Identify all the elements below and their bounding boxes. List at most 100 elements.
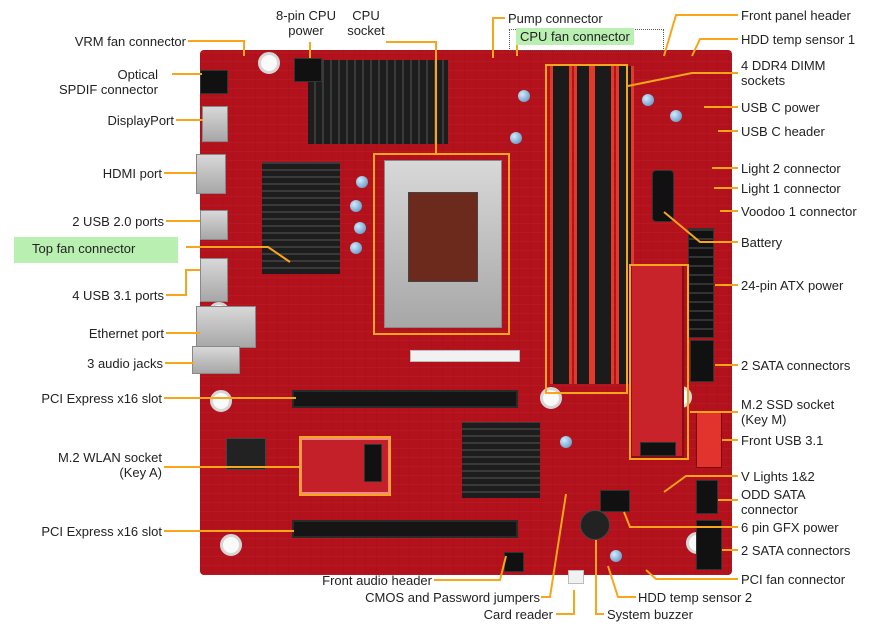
cmos-battery <box>652 170 674 222</box>
label-dimm-line1: 4 DDR4 DIMM <box>741 58 826 73</box>
label-usbc-power: USB C power <box>741 100 820 115</box>
label-cpu-power-line1: 8-pin CPU <box>276 8 336 23</box>
leader-hdd1 <box>691 38 738 57</box>
mount-hole <box>258 52 280 74</box>
dimm-slot <box>592 66 614 384</box>
label-buzzer: System buzzer <box>607 607 693 622</box>
label-gfx6: 6 pin GFX power <box>741 520 839 535</box>
cpu-socket-highlight <box>373 153 510 335</box>
label-m2-ssd-line1: M.2 SSD socket <box>741 397 835 412</box>
label-top-fan: Top fan connector <box>14 237 178 263</box>
dimm-slot <box>550 66 572 384</box>
label-front-audio: Front audio header <box>322 573 432 588</box>
vrm-heatsink-top <box>308 60 448 144</box>
vrm-heatsink-left <box>262 162 340 274</box>
capacitor <box>510 132 522 144</box>
label-cpu-socket: CPU socket <box>340 8 392 38</box>
label-atx24: 24-pin ATX power <box>741 278 844 293</box>
usb31-ports <box>200 258 228 302</box>
label-voodoo1: Voodoo 1 connector <box>741 204 857 219</box>
spdif-port <box>200 70 228 94</box>
cpu-power-8pin <box>294 58 322 82</box>
label-cpu-fan: CPU fan connector <box>516 28 634 45</box>
leader-vrm-fan <box>188 40 245 56</box>
label-audio-jacks: 3 audio jacks <box>87 356 163 371</box>
leader-hdd2 <box>607 565 636 598</box>
leader-dimm <box>627 72 738 87</box>
leader-buzzer <box>595 540 604 615</box>
label-sata-a: 2 SATA connectors <box>741 358 851 373</box>
chipset-heatsink <box>462 422 540 498</box>
leader-pci-fan <box>645 569 738 580</box>
displayport-port <box>202 106 228 142</box>
leader-card-reader <box>556 590 575 615</box>
system-buzzer-disc <box>580 510 610 540</box>
label-pcie-1: PCI Express x16 slot <box>41 391 162 406</box>
pcie-slot-2 <box>292 520 518 538</box>
capacitor <box>354 222 366 234</box>
label-light2: Light 2 connector <box>741 161 841 176</box>
leader-top-fan <box>186 246 291 263</box>
io-chip <box>226 438 266 470</box>
capacitor <box>350 242 362 254</box>
label-vrm-fan: VRM fan connector <box>74 34 186 49</box>
leader-pump <box>492 17 505 58</box>
leader-cpu-socket <box>386 41 437 154</box>
m2-ssd-socket-connector <box>640 442 676 456</box>
capacitor <box>518 90 530 102</box>
card-reader-connector <box>568 570 584 584</box>
label-odd-sata-line2: connector <box>741 502 799 517</box>
cpu-socket-pins <box>408 192 478 282</box>
label-cmos: CMOS and Password jumpers <box>365 590 540 605</box>
label-hdd-temp1: HDD temp sensor 1 <box>741 32 856 47</box>
label-cpu-socket-line2: socket <box>347 23 385 38</box>
label-pump: Pump connector <box>508 11 603 26</box>
front-usb31-connector <box>696 412 722 468</box>
label-card-reader: Card reader <box>483 607 553 622</box>
label-front-usb31: Front USB 3.1 <box>741 433 824 448</box>
label-pcie-2: PCI Express x16 slot <box>41 524 162 539</box>
leader-usb31 <box>166 269 200 296</box>
label-m2-wlan: M.2 WLAN socket (Key A) <box>16 450 162 480</box>
label-odd-sata: ODD SATA connector <box>741 487 806 517</box>
leader-gfx6 <box>623 511 738 528</box>
leader-front-audio <box>434 555 507 581</box>
usb20-ports <box>200 210 228 240</box>
label-usbc-header: USB C header <box>741 124 825 139</box>
capacitor <box>350 200 362 212</box>
label-battery: Battery <box>741 235 783 250</box>
sata-connectors-a <box>690 340 714 382</box>
label-front-panel: Front panel header <box>741 8 851 23</box>
dimm-highlight <box>545 64 628 394</box>
label-cpu-socket-line1: CPU <box>352 8 380 23</box>
mount-hole <box>220 534 242 556</box>
label-cpu-power: 8-pin CPU power <box>266 8 346 38</box>
label-hdmi: HDMI port <box>102 166 162 181</box>
label-usb20: 2 USB 2.0 ports <box>72 214 164 229</box>
chipset-label-sticker <box>410 350 520 362</box>
gfx-6pin-connector <box>600 490 630 512</box>
atx-24pin-connector <box>688 228 714 338</box>
m2-ssd-highlight <box>629 264 689 460</box>
label-odd-sata-line1: ODD SATA <box>741 487 806 502</box>
capacitor <box>670 110 682 122</box>
label-ethernet: Ethernet port <box>88 326 164 341</box>
leader-front-panel <box>663 14 738 57</box>
dimm-slot <box>574 66 592 384</box>
label-hdd-temp2: HDD temp sensor 2 <box>638 590 753 605</box>
label-displayport: DisplayPort <box>107 113 174 128</box>
capacitor <box>560 436 572 448</box>
motherboard <box>192 50 732 584</box>
odd-sata-connector-jack <box>696 480 718 514</box>
label-m2-wlan-line1: M.2 WLAN socket <box>57 450 162 465</box>
label-light1: Light 1 connector <box>741 181 841 196</box>
leader-battery <box>663 211 738 243</box>
hdmi-port-jack <box>196 154 226 194</box>
label-dimm-line2: sockets <box>741 73 786 88</box>
label-pci-fan: PCI fan connector <box>741 572 846 587</box>
leader-cmos <box>541 493 567 598</box>
sata-connectors-b <box>696 520 722 570</box>
label-dimm: 4 DDR4 DIMM sockets <box>741 58 826 88</box>
label-optical-line1: Optical <box>117 67 158 82</box>
